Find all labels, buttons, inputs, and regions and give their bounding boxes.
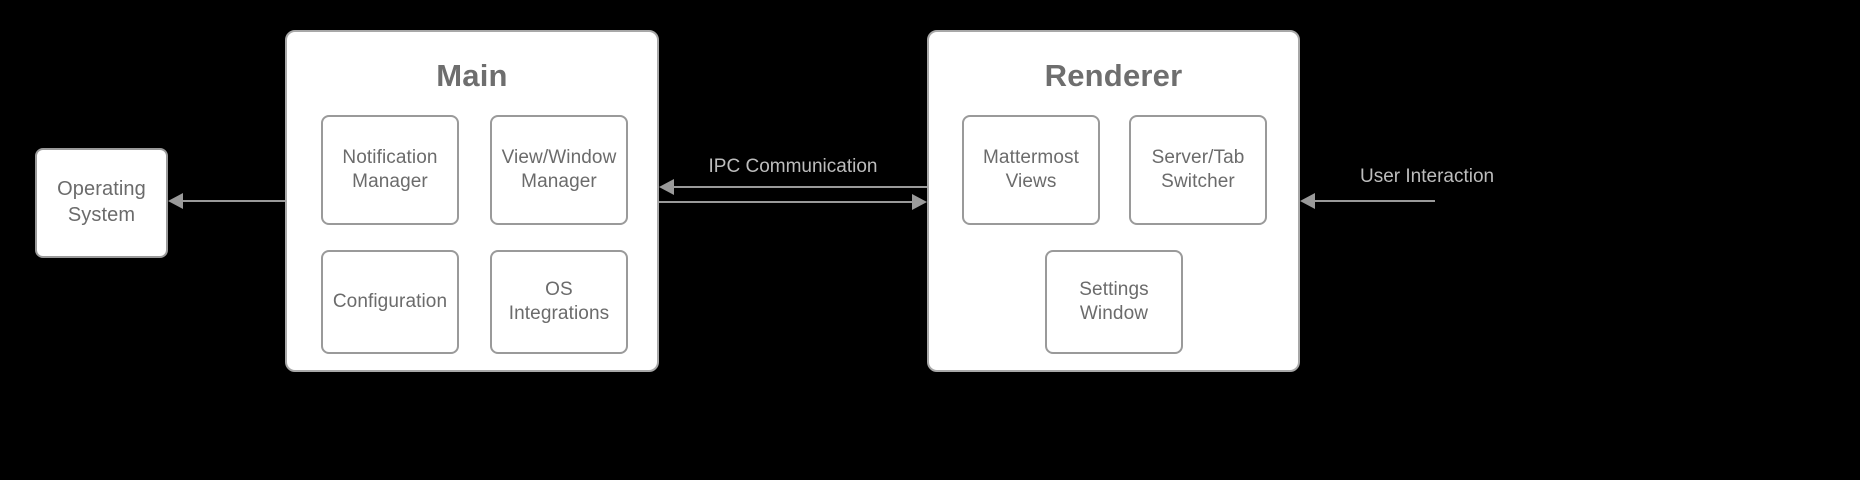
node-server-tab-switcher-label: Server/Tab Switcher xyxy=(1151,146,1245,192)
node-os-integrations-label: OS Integrations xyxy=(508,278,610,324)
node-view-window-manager[interactable]: View/Window Manager xyxy=(490,115,628,225)
container-renderer-title: Renderer xyxy=(1044,58,1183,93)
node-settings-window[interactable]: Settings Window xyxy=(1045,250,1183,354)
edge-ipc-arrowhead-to-main xyxy=(659,179,674,195)
node-settings-window-label: Settings Window xyxy=(1079,278,1149,324)
node-configuration-label: Configuration xyxy=(332,290,448,312)
node-operating-system-label: Operating System xyxy=(57,178,146,226)
edge-ipc-arrowhead-to-renderer xyxy=(912,194,927,210)
edge-main-to-os-line xyxy=(183,200,285,202)
node-mattermost-views-label: Mattermost Views xyxy=(982,146,1080,192)
edge-ipc-label: IPC Communication xyxy=(708,156,878,177)
node-notification-manager-label: Notification Manager xyxy=(342,146,438,192)
container-main-title: Main xyxy=(436,58,508,93)
node-operating-system[interactable]: Operating System xyxy=(35,148,168,258)
edge-ipc-line-to-renderer xyxy=(659,201,912,203)
node-mattermost-views[interactable]: Mattermost Views xyxy=(962,115,1100,225)
container-renderer[interactable]: Renderer Mattermost Views Server/Tab Swi… xyxy=(927,30,1300,372)
node-configuration[interactable]: Configuration xyxy=(321,250,459,354)
node-notification-manager[interactable]: Notification Manager xyxy=(321,115,459,225)
edge-main-to-os-arrowhead xyxy=(168,193,183,209)
edge-user-interaction-line xyxy=(1315,200,1435,202)
container-main[interactable]: Main Notification Manager View/Window Ma… xyxy=(285,30,659,372)
edge-ipc-line-to-main xyxy=(674,186,927,188)
node-view-window-manager-label: View/Window Manager xyxy=(501,146,617,192)
node-os-integrations[interactable]: OS Integrations xyxy=(490,250,628,354)
edge-user-interaction-arrowhead xyxy=(1300,193,1315,209)
edge-user-interaction-label: User Interaction xyxy=(1360,166,1495,187)
node-server-tab-switcher[interactable]: Server/Tab Switcher xyxy=(1129,115,1267,225)
